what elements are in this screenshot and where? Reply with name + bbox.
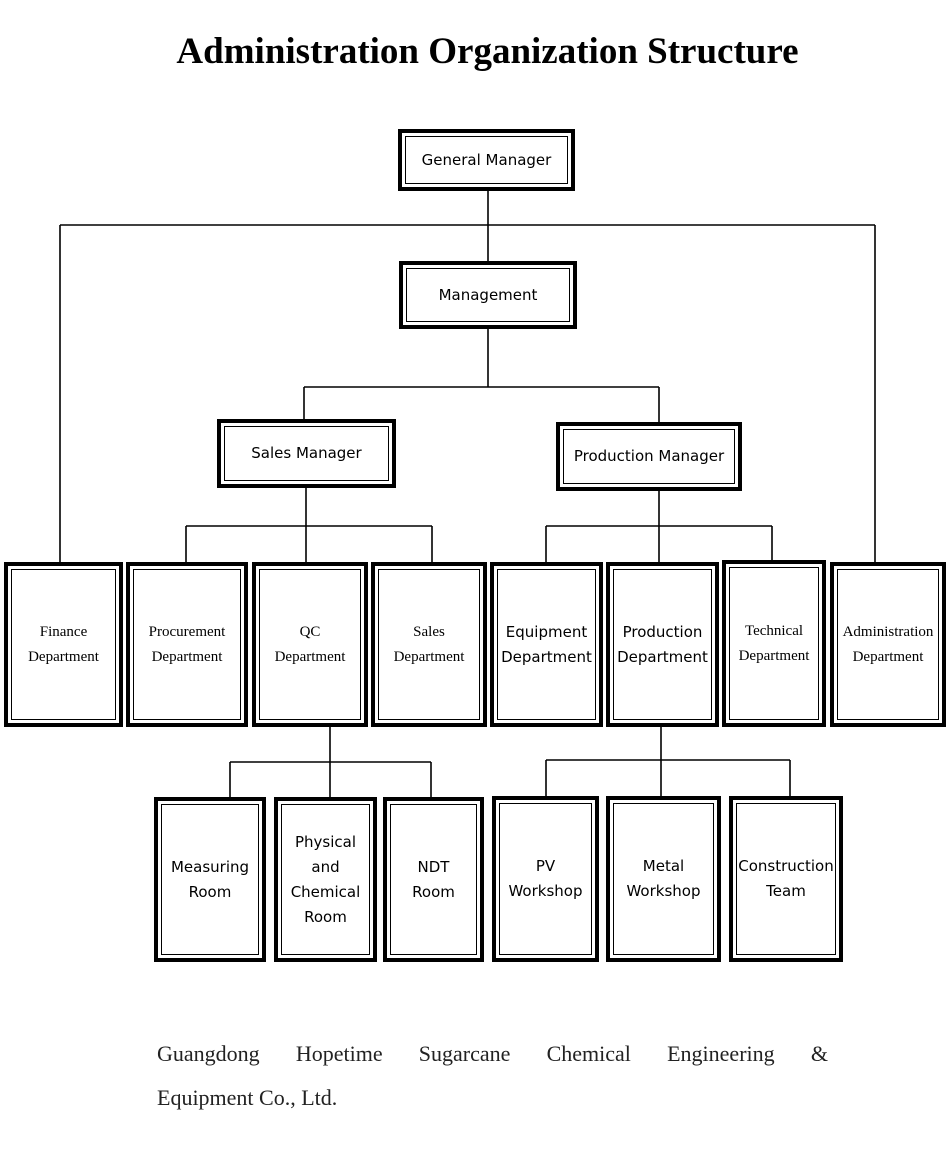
sales-manager-label: Sales Manager <box>251 444 362 462</box>
procurement-label-line1: Procurement <box>148 623 226 640</box>
company-word-1: Guangdong <box>157 1041 260 1066</box>
procurement-label-line2: Department <box>151 648 223 665</box>
sales-department-box: Sales Department <box>371 562 487 727</box>
company-name: Guangdong Hopetime Sugarcane Chemical En… <box>157 1034 828 1116</box>
administration-label-line1: Administration <box>842 623 934 640</box>
technical-department-box: Technical Department <box>722 560 826 727</box>
ndt-room-label-line1: NDT <box>417 857 450 876</box>
company-word-3: Sugarcane <box>418 1041 511 1066</box>
construction-team-label-line1: Construction <box>738 857 834 875</box>
production-department-box: Production Department <box>606 562 719 727</box>
physical-chemical-label-line2: and <box>311 857 340 876</box>
construction-team-box: Construction Team <box>729 796 843 962</box>
ndt-room-label-line2: Room <box>412 882 455 901</box>
metal-workshop-label-line1: Metal <box>642 857 685 875</box>
physical-chemical-label-line3: Chemical <box>290 882 361 901</box>
company-name-line2: Equipment Co., Ltd. <box>157 1085 338 1110</box>
finance-label-line2: Department <box>28 648 99 665</box>
administration-department-box: Administration Department <box>830 562 946 727</box>
sales-manager-box: Sales Manager <box>217 419 396 488</box>
procurement-department-box: Procurement Department <box>126 562 248 727</box>
pv-workshop-label-line1: PV <box>535 857 556 875</box>
administration-label-line2: Department <box>852 648 924 665</box>
physical-chemical-room-box: Physical and Chemical Room <box>274 797 377 962</box>
company-word-5: Engineering <box>667 1041 775 1066</box>
page-title: Administration Organization Structure <box>176 31 799 72</box>
general-manager-box: General Manager <box>398 129 575 191</box>
sales-label-line1: Sales <box>413 623 445 640</box>
pv-workshop-label-line2: Workshop <box>508 882 583 900</box>
finance-department-box: Finance Department <box>4 562 123 727</box>
ndt-room-box: NDT Room <box>383 797 484 962</box>
general-manager-label: General Manager <box>421 150 552 169</box>
equipment-label-line1: Equipment <box>505 622 588 641</box>
production-manager-box: Production Manager <box>556 422 742 491</box>
technical-label-line1: Technical <box>744 622 804 639</box>
metal-workshop-box: Metal Workshop <box>606 796 721 962</box>
company-word-6: & <box>810 1041 828 1066</box>
metal-workshop-label-line2: Workshop <box>626 882 701 900</box>
physical-chemical-label-line1: Physical <box>294 832 356 851</box>
measuring-room-box: Measuring Room <box>154 797 266 962</box>
production-label-line1: Production <box>622 622 703 641</box>
company-word-4: Chemical <box>546 1041 631 1066</box>
equipment-label-line2: Department <box>501 647 592 666</box>
measuring-room-label-line1: Measuring <box>170 857 250 876</box>
technical-label-line2: Department <box>738 647 810 664</box>
physical-chemical-label-line4: Room <box>304 907 347 926</box>
company-word-2: Hopetime <box>295 1041 383 1066</box>
management-box: Management <box>399 261 577 329</box>
measuring-room-label-line2: Room <box>188 882 232 901</box>
qc-department-box: QC Department <box>252 562 368 727</box>
sales-label-line2: Department <box>393 648 465 665</box>
qc-label-line2: Department <box>274 648 346 665</box>
production-manager-label: Production Manager <box>573 447 725 465</box>
management-label: Management <box>438 285 538 304</box>
qc-label-line1: QC <box>299 623 321 640</box>
production-label-line2: Department <box>617 647 708 666</box>
finance-label-line1: Finance <box>39 623 88 640</box>
construction-team-label-line2: Team <box>766 882 806 900</box>
pv-workshop-box: PV Workshop <box>492 796 599 962</box>
equipment-department-box: Equipment Department <box>490 562 603 727</box>
